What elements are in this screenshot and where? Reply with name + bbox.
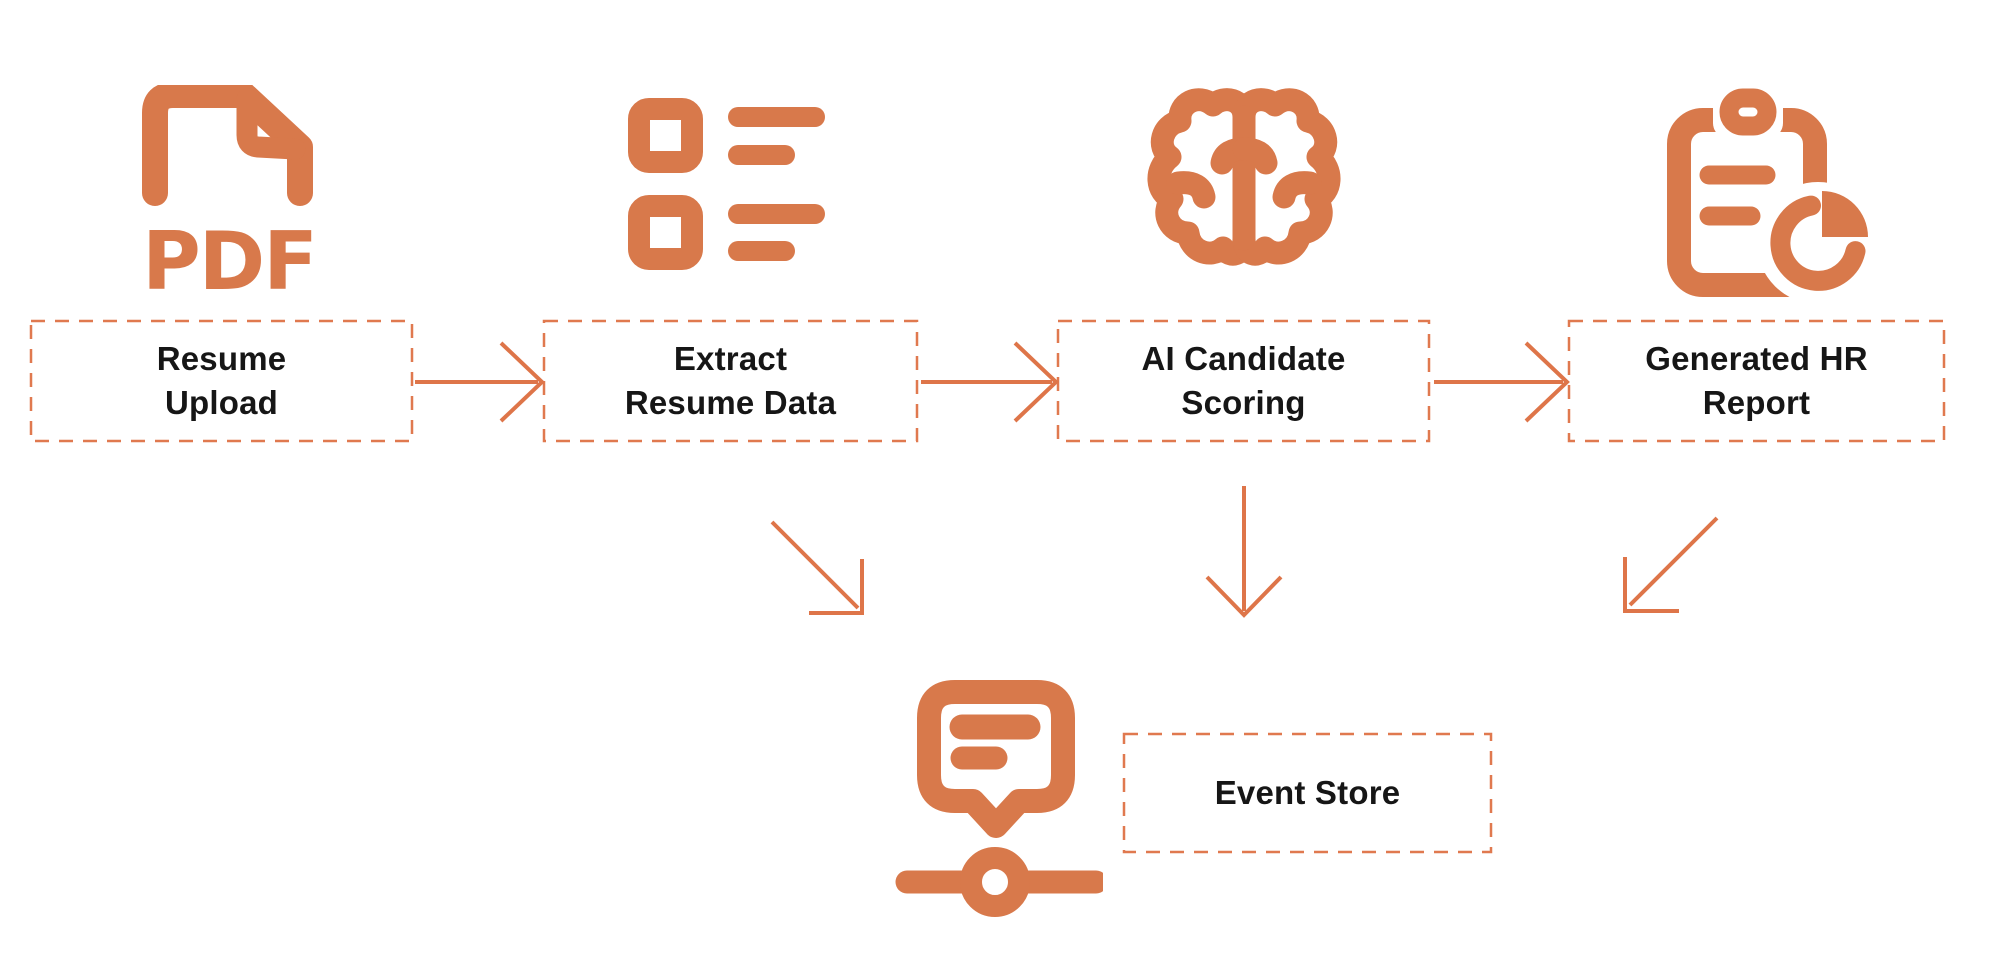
node-label-line: Generated HR [1645, 340, 1868, 377]
node-label-line: Report [1702, 384, 1811, 421]
node-resume-upload: Resume Upload [31, 321, 412, 441]
pie-chart-slice [1822, 191, 1868, 237]
node-label-line: Event Store [1214, 774, 1401, 811]
edge-arrow-scoring-to-eventstore [1205, 486, 1283, 618]
node-generated-hr-report: Generated HR Report [1569, 321, 1944, 441]
node-label-line: AI Candidate [1141, 340, 1346, 377]
edge-arrow-scoring-to-report [1434, 341, 1570, 423]
node-label-line: Resume [156, 340, 287, 377]
edge-arrow-extract-to-scoring [921, 341, 1059, 423]
node-border-ai-candidate-scoring [1056, 319, 1431, 443]
edge-arrow-extract-to-eventstore [770, 520, 864, 615]
checklist-box-1 [628, 98, 703, 173]
edge-arrow-upload-to-extract [415, 341, 545, 423]
node-extract-resume-data: Extract Resume Data [544, 321, 917, 441]
pdf-file-outline [142, 85, 313, 206]
checklist-box-2 [628, 195, 703, 270]
message-bubble [917, 680, 1075, 838]
message-network-node-icon [895, 680, 1103, 917]
brain-outline [1147, 88, 1341, 266]
node-label-line: Scoring [1181, 384, 1306, 421]
node-label-line: Resume Data [624, 384, 837, 421]
checklist-icon [628, 98, 825, 270]
pdf-file-icon: PDF [142, 85, 318, 295]
edge-arrow-report-to-eventstore [1623, 516, 1719, 613]
node-border-generated-hr-report [1567, 319, 1946, 443]
pie-chart-ring [1770, 195, 1866, 291]
node-border-extract-resume-data [542, 319, 919, 443]
node-label-line: Upload [164, 384, 279, 421]
node-label-line: Extract [673, 340, 788, 377]
pdf-badge-text: PDF [142, 215, 316, 295]
pdf-file-fold-corner [236, 88, 306, 160]
clipboard-pie-chart-icon [1667, 85, 1870, 300]
node-border-resume-upload [29, 319, 414, 443]
brain-icon [1147, 88, 1341, 266]
clipboard-clip [1719, 88, 1777, 136]
node-ai-candidate-scoring: AI Candidate Scoring [1058, 321, 1429, 441]
network-node-circle [960, 847, 1030, 917]
node-event-store: Event Store [1124, 734, 1491, 852]
